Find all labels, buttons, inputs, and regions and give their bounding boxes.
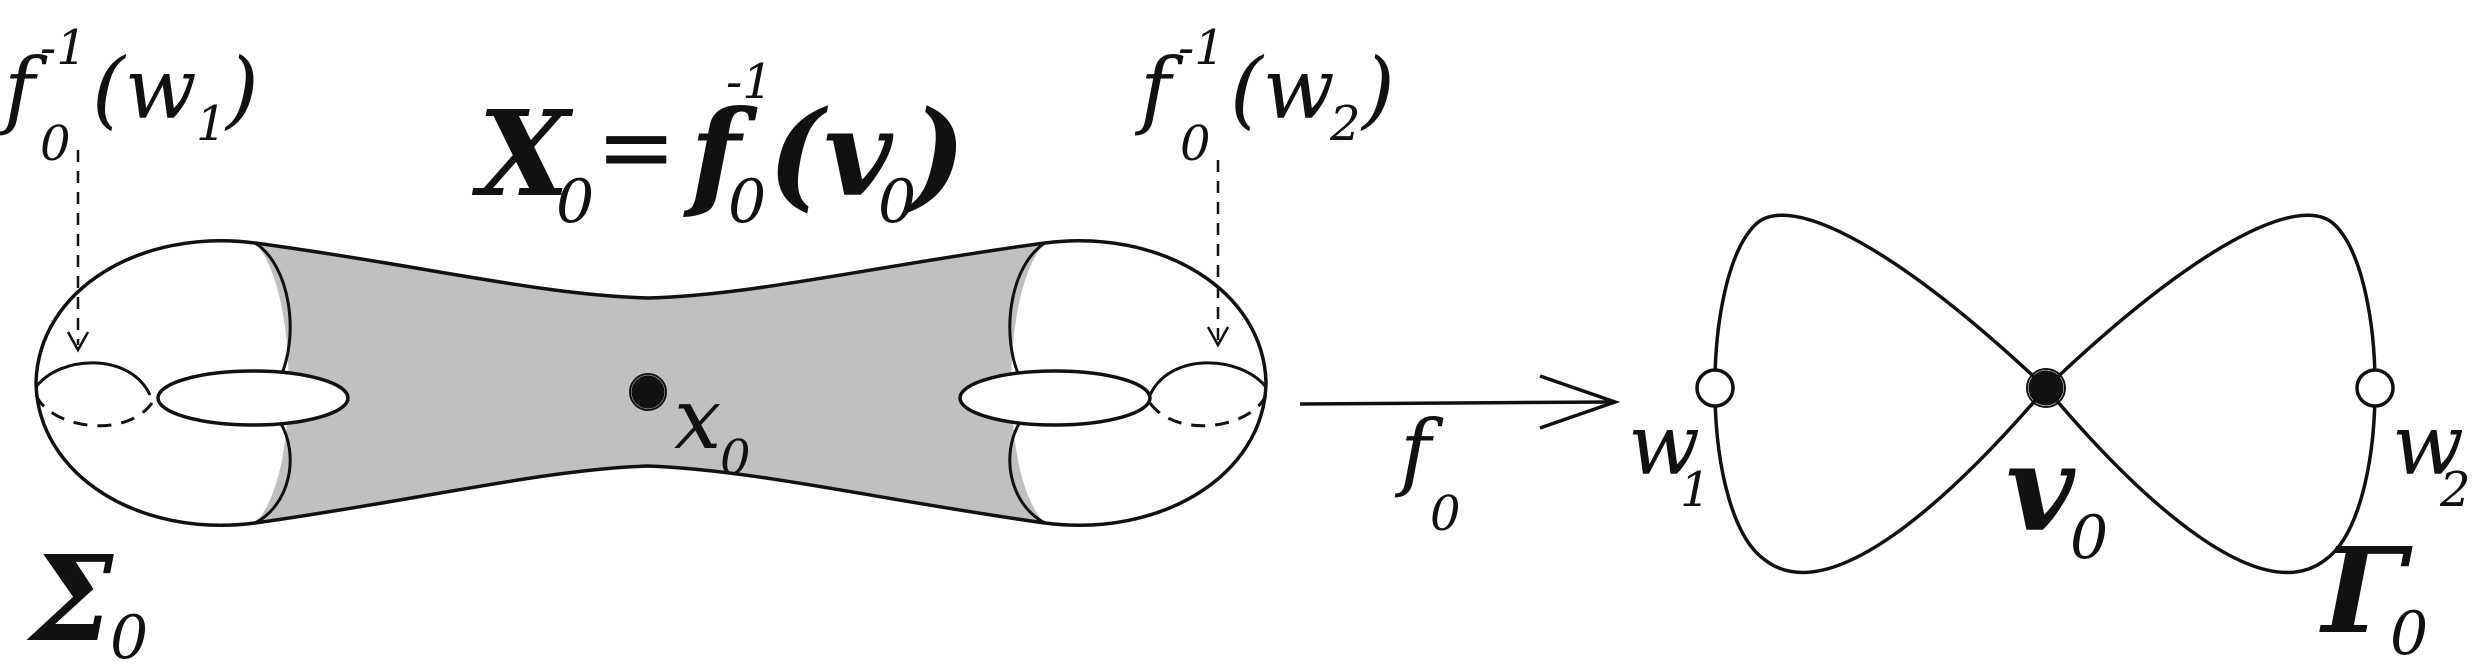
label-preimage-w2-arg-sub: 2	[1329, 96, 1361, 152]
label-point-x0-sub: 0	[720, 430, 751, 486]
label-preimage-w1-sub: 0	[40, 116, 71, 172]
vertex-w1	[1695, 368, 1735, 408]
label-vertex-v0: v 0	[2006, 419, 2108, 573]
label-x0-definition: X 0 = f -1 0 (v 0 )	[471, 54, 966, 237]
label-x0-close: )	[905, 84, 966, 223]
label-preimage-w2-arg: (w	[1230, 40, 1335, 138]
cut-curve-left-bottom	[254, 421, 292, 525]
label-x0-equals: =	[596, 91, 676, 203]
label-vertex-v0-main: v	[2006, 419, 2076, 558]
label-x0-arg: (v	[768, 84, 894, 223]
label-x0-f-sup: -1	[726, 54, 773, 110]
preimage-arrows	[66, 150, 1230, 353]
hole-left	[156, 369, 350, 427]
label-graph-gamma0: Γ 0	[2319, 521, 2428, 665]
label-preimage-w1-arg: (w	[92, 40, 197, 138]
loop-left	[1713, 213, 2049, 574]
surface-outline	[34, 239, 1268, 527]
map-arrow-shaft	[1299, 400, 1611, 406]
map-arrow-f0	[1299, 374, 1621, 430]
label-vertex-w1-main: w	[1628, 396, 1700, 494]
label-preimage-w1-sup: -1	[40, 20, 87, 76]
arrow-w2-head	[1206, 326, 1230, 348]
label-vertex-w1: w 1	[1628, 396, 1711, 518]
label-x0-arg-sub: 0	[878, 167, 916, 237]
label-preimage-w1-arg-sub: 1	[196, 96, 227, 152]
arrow-w1-head	[66, 331, 90, 353]
label-preimage-w2-sup: -1	[1178, 20, 1225, 76]
label-graph-main: Γ	[2319, 521, 2413, 660]
point-x0-dot-ring	[629, 373, 667, 411]
map-arrow-head	[1539, 374, 1621, 430]
cut-curve-right-bottom	[1008, 421, 1046, 525]
label-surface-main: Σ	[26, 529, 114, 665]
label-surface-sub: 0	[110, 603, 148, 665]
label-x0-lhs: X	[471, 84, 574, 223]
label-vertex-w2: w 2	[2392, 396, 2471, 518]
vertex-w2	[2355, 368, 2395, 408]
label-map-sub: 0	[1430, 486, 1461, 542]
surface-sigma0	[34, 239, 1268, 527]
label-vertex-w1-sub: 1	[1680, 462, 1711, 518]
meridian-left-front	[34, 361, 152, 396]
label-vertex-w2-main: w	[2392, 396, 2464, 494]
label-vertex-w2-sub: 2	[2439, 462, 2471, 518]
label-point-x0: x 0	[674, 370, 751, 486]
hole-right	[958, 369, 1152, 427]
label-graph-sub: 0	[2390, 599, 2428, 665]
label-preimage-w2: f -1 0 (w 2 )	[1134, 20, 1395, 172]
label-surface-sigma0: Σ 0	[26, 529, 148, 665]
graph-gamma0	[1695, 213, 2395, 574]
point-x0-dot	[631, 375, 665, 409]
cut-curve-left-top	[254, 241, 292, 379]
label-preimage-w2-f: f	[1134, 40, 1184, 138]
label-preimage-w2-sub: 0	[1180, 116, 1211, 172]
label-x0-lhs-sub: 0	[556, 167, 594, 237]
meridian-right-front	[1148, 361, 1268, 396]
meridian-left-back	[34, 394, 154, 428]
meridian-right-back	[1148, 394, 1268, 428]
label-x0-f-sub: 0	[728, 167, 766, 237]
cut-curve-right-top	[1008, 241, 1046, 379]
label-point-x0-main: x	[674, 370, 721, 468]
label-preimage-w1: f -1 0 (w 1 )	[0, 20, 259, 172]
label-map-f0: f 0	[1394, 402, 1461, 542]
vertex-v0-ring	[2026, 368, 2066, 408]
label-preimage-w1-close: )	[224, 40, 259, 138]
label-vertex-v0-sub: 0	[2070, 503, 2108, 573]
vertex-v0	[2028, 370, 2064, 406]
label-preimage-w2-close: )	[1360, 40, 1395, 138]
